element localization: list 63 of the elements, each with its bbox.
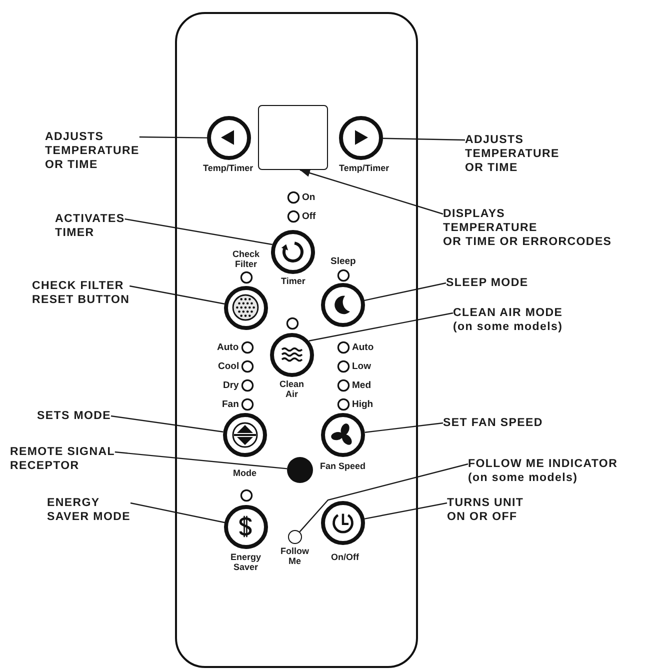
leader-line (114, 451, 288, 470)
caption-text: Clean Air (280, 380, 304, 399)
callout-text: REMOTE SIGNAL RECEPTOR (10, 445, 115, 473)
callout-text: ACTIVATES TIMER (55, 212, 125, 240)
round-button (321, 501, 365, 545)
callout-text: DISPLAYS TEMPERATURE OR TIME OR ERRORCODES (443, 207, 612, 249)
leader-line (299, 463, 468, 532)
round-button (271, 230, 315, 274)
indicator-label: On (302, 192, 316, 202)
callout-text: ADJUSTS TEMPERATURE OR TIME (465, 133, 560, 175)
indicator-label: Sleep (330, 256, 356, 267)
callout-text: ENERGY SAVER MODE (47, 496, 130, 524)
indicator-label: Dry (223, 380, 239, 390)
callout-text: CHECK FILTER RESET BUTTON (32, 279, 130, 307)
callout-note: (on some models) (453, 320, 563, 334)
callout-text: TURNS UNIT ON OR OFF (447, 496, 524, 524)
leader-arrow (300, 169, 444, 215)
callout-text: FOLLOW ME INDICATOR (468, 457, 618, 471)
callout-text: CLEAN AIR MODE (453, 306, 563, 320)
indicator-label: Off (302, 210, 316, 222)
caption-text: Mode (233, 469, 256, 478)
indicator-label: Auto (352, 342, 374, 352)
leader-line (364, 422, 444, 433)
callout-text: SLEEP MODE (446, 276, 528, 290)
indicator-light (288, 530, 302, 544)
leader-line (110, 415, 224, 432)
round-button (270, 333, 314, 377)
caption-text: Follow Me (280, 547, 309, 566)
round-button (223, 413, 267, 457)
round-button (339, 116, 383, 160)
caption-text: Timer (281, 277, 306, 286)
indicator-label: High (352, 398, 374, 410)
leader-line (130, 502, 225, 524)
caption-text: Temp/Timer (203, 164, 254, 174)
callout-note: (on some models) (468, 471, 579, 485)
indicator-label: Low (352, 360, 371, 372)
caption-text: On/Off (331, 553, 359, 562)
leader-line (124, 218, 272, 246)
callout-text: ADJUSTS TEMPERATURE OR TIME (45, 130, 140, 172)
callout-text: SET FAN SPEED (443, 416, 543, 430)
indicator-label: Auto (217, 342, 239, 352)
leader-line (129, 285, 225, 304)
leader-line (308, 312, 454, 342)
indicator-label: Fan (222, 398, 239, 410)
display-screen (258, 105, 328, 170)
caption-text: Energy Saver (230, 553, 262, 572)
caption-text: Temp/Timer (339, 164, 390, 174)
indicator-label: Check Filter (232, 250, 260, 269)
leader-line (139, 136, 207, 138)
round-button (321, 413, 365, 457)
round-button (321, 283, 365, 327)
leader-line (364, 282, 446, 301)
round-button (224, 505, 268, 549)
round-button (207, 116, 251, 160)
round-button (224, 286, 268, 330)
indicator-label: Cool (218, 360, 240, 372)
remote-control-outline (175, 12, 418, 668)
leader-line (382, 138, 466, 141)
callout-text: SETS MODE (37, 409, 112, 423)
receptor-dot (287, 457, 313, 483)
indicator-label: Med (352, 380, 371, 390)
caption-text: Fan Speed (320, 462, 366, 472)
leader-line (364, 502, 448, 520)
